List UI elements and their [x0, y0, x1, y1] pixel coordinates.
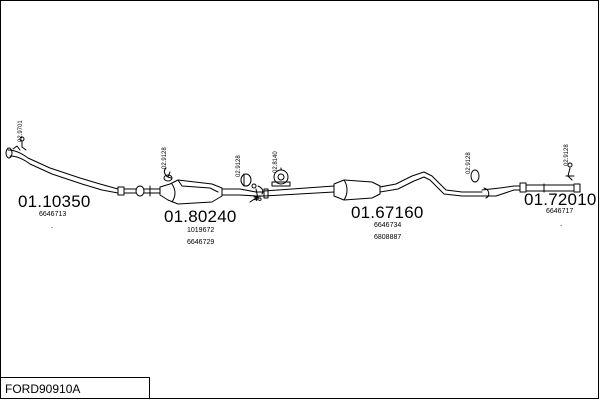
intermediate-pipe-drawing	[263, 185, 335, 199]
front-pipe-oem-1: 6646713	[39, 211, 67, 218]
hook-1-code: 02.9701	[18, 120, 24, 142]
rear-silencer-mark: .	[560, 219, 563, 228]
middle-silencer-part-number: 01.67160	[351, 203, 424, 222]
hook-3-code: 02.9128	[236, 155, 242, 177]
front-pipe-drawing	[5, 145, 161, 197]
hook-1-drawing	[19, 136, 27, 151]
rear-silencer-oem-1: 6646717	[546, 208, 574, 215]
reference-box: FORD90910A	[0, 377, 150, 399]
hook-5-code: 02.9128	[466, 152, 472, 174]
front-pipe-part-number: 01.10350	[18, 192, 91, 211]
hook-4-drawing	[271, 167, 291, 187]
catalyst-oem-1: 1019672	[187, 227, 215, 234]
hook-6-drawing	[565, 162, 575, 181]
catalyst-part-number: 01.80240	[164, 207, 237, 226]
middle-silencer-oem-1: 6646734	[374, 222, 402, 229]
front-pipe-mark: .	[51, 221, 54, 230]
hook-6-code: 02.9128	[564, 144, 570, 166]
hook-5-drawing	[470, 169, 490, 199]
clamp-arrow	[249, 196, 258, 203]
middle-silencer-oem-2: 6808887	[374, 234, 402, 241]
hook-3-drawing	[240, 173, 264, 195]
catalyst-drawing	[159, 171, 265, 205]
rear-silencer-part-number: 01.72010	[524, 190, 597, 209]
middle-silencer-drawing	[333, 171, 483, 201]
clamp-size: 45	[254, 196, 262, 203]
hook-2-drawing	[163, 167, 173, 182]
catalyst-oem-2: 6646729	[187, 239, 215, 246]
reference-code: FORD90910A	[5, 382, 81, 396]
hook-2-code: 02.9128	[162, 147, 168, 169]
hook-4-code: 02.8140	[273, 151, 279, 173]
rear-pipe-drawing	[481, 182, 581, 197]
